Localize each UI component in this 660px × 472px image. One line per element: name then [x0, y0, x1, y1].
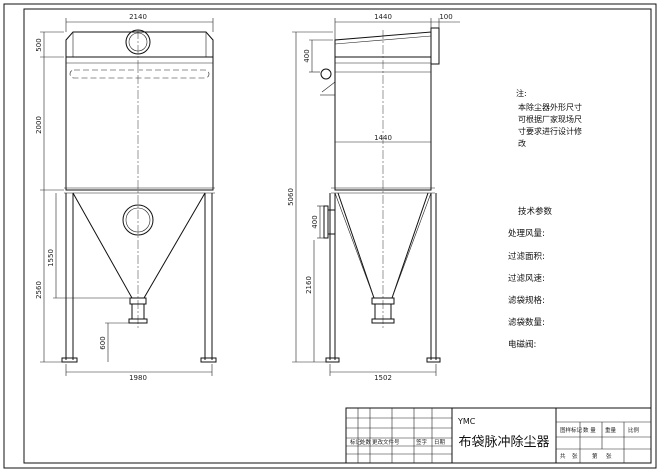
- spec-item: 电磁阀:: [508, 339, 536, 350]
- tb-col4: 比例: [628, 426, 640, 434]
- dim-front-base: 1980: [129, 374, 147, 382]
- dim-front-outlet: 600: [99, 336, 107, 349]
- notes-line-3: 寸要求进行设计修: [518, 126, 582, 136]
- spec-item: 过滤风速:: [508, 273, 545, 284]
- dim-side-total: 5060: [287, 188, 295, 206]
- outer-frame: [3, 3, 657, 469]
- tb-sheet-b: 张: [572, 452, 578, 460]
- inner-frame: [23, 8, 652, 464]
- tb-small-d: 签字: [416, 438, 428, 446]
- tb-small-a: 标记: [350, 438, 362, 446]
- spec-item: 处理风量:: [508, 228, 545, 239]
- tb-sheet-a: 共: [560, 452, 566, 460]
- side-view: 1440 100 400 1440 5060 400 2160 1502: [287, 13, 460, 382]
- dim-front-width: 2140: [129, 13, 147, 21]
- spec-item: 滤袋数量:: [508, 317, 545, 328]
- notes-title: 注:: [516, 88, 527, 98]
- dim-front-lower: 2560: [35, 281, 43, 299]
- tb-sheet-c: 第: [592, 452, 598, 460]
- front-hopper: [72, 192, 206, 299]
- specs-block: 技术参数 处理风量: 过滤面积: 过滤风速: 滤袋规格: 滤袋数量: 电磁阀:: [508, 206, 553, 350]
- notes-line-4: 改: [518, 138, 526, 148]
- dim-side-width: 1440: [374, 13, 392, 21]
- dim-side-port: 400: [311, 215, 319, 228]
- notes-line-1: 本除尘器外形尺寸: [518, 102, 582, 112]
- side-valve: [320, 68, 332, 80]
- front-inspection-port: [122, 204, 154, 236]
- spec-item: 过滤面积:: [508, 251, 545, 262]
- tb-drawing-title: 布袋脉冲除尘器: [458, 435, 549, 450]
- dim-side-lower: 2160: [305, 276, 313, 294]
- tb-col1: 图样标记: [560, 426, 583, 434]
- tb-small-b: 处数: [360, 438, 372, 446]
- dim-side-base: 1502: [374, 374, 392, 382]
- side-outlet-flange: [430, 27, 440, 65]
- front-body: [65, 56, 214, 191]
- tb-col3: 重量: [605, 426, 617, 434]
- tb-sheet-d: 张: [606, 452, 612, 460]
- front-view: 2140 500 2000 1550 2560 600 1980: [35, 13, 217, 382]
- notes-line-2: 可根据厂家现场尺: [518, 114, 582, 124]
- specs-title: 技术参数: [518, 206, 553, 217]
- side-inlet: [323, 205, 329, 239]
- spec-item: 滤袋规格:: [508, 295, 545, 306]
- title-block: 标记 处数 更改文件号 签字 日期 YMC 布袋脉冲除尘器 图样标记 数 量 重…: [345, 407, 652, 464]
- dim-front-body: 2000: [35, 116, 43, 134]
- dim-front-cone: 1550: [47, 249, 55, 267]
- tb-small-c: 更改文件号: [372, 438, 400, 446]
- dim-front-top: 500: [35, 38, 43, 51]
- tb-col2: 数 量: [583, 426, 596, 434]
- tb-small-e: 日期: [434, 439, 446, 446]
- tb-company: YMC: [457, 417, 476, 426]
- notes-block: 注: 本除尘器外形尺寸 可根据厂家现场尺 寸要求进行设计修 改: [516, 88, 582, 148]
- front-top-cover: [65, 31, 214, 57]
- dim-side-inlet: 400: [303, 49, 311, 62]
- front-header-pipe: [69, 69, 210, 79]
- dim-side-mid: 1440: [374, 134, 392, 142]
- dim-side-flange: 100: [439, 13, 452, 21]
